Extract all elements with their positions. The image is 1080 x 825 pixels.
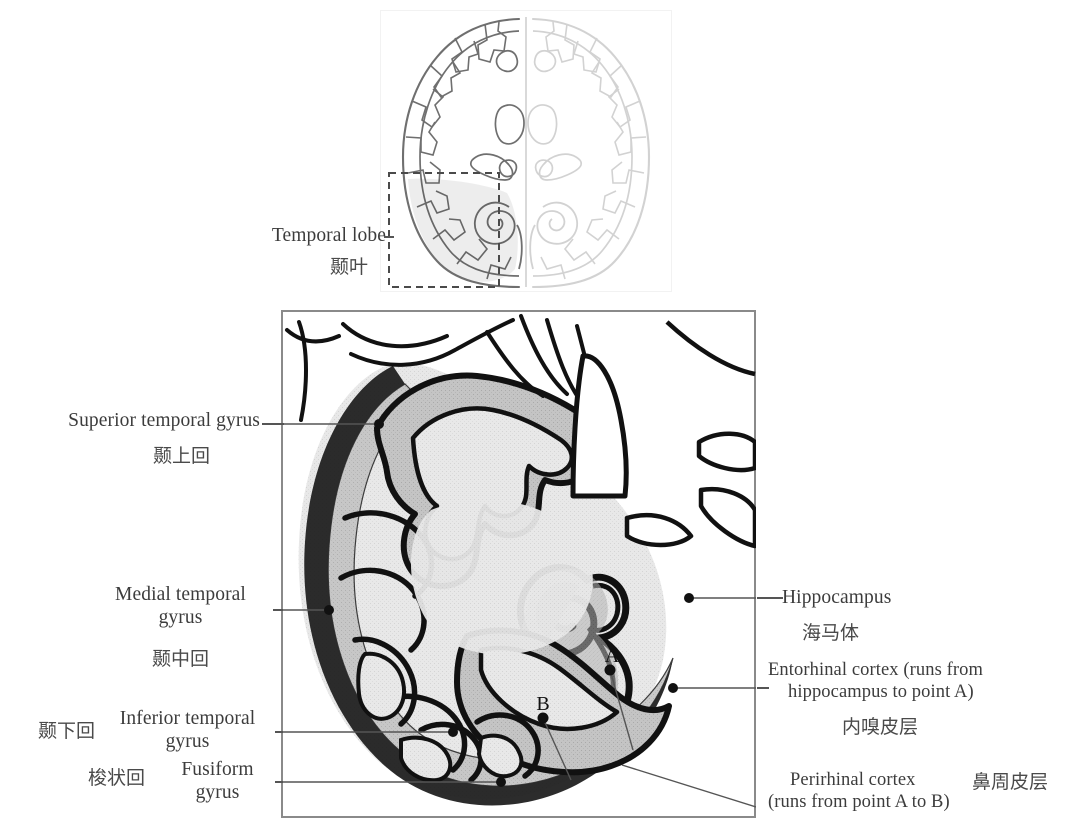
temporal-lobe-callout-box xyxy=(388,172,500,288)
point-b-letter: B xyxy=(536,693,549,715)
label-inferior-temporal-gyrus-cn: 颞下回 xyxy=(38,720,96,742)
label-inferior-temporal-gyrus: Inferior temporal gyrus xyxy=(100,707,275,753)
fold-fills xyxy=(356,651,524,783)
label-fusiform-gyrus: Fusiform gyrus xyxy=(160,758,275,804)
label-perirhinal-cortex-en-line1: Perirhinal cortex xyxy=(790,770,916,790)
label-hippocampus-en: Hippocampus xyxy=(782,587,892,608)
label-perirhinal-cortex-cn: 鼻周皮层 xyxy=(972,771,1049,793)
cortical-gray-ribbon xyxy=(327,383,674,787)
point-a-letter: A xyxy=(605,645,620,667)
right-margin-structures xyxy=(624,320,756,549)
label-inferior-temporal-gyrus-en-line2: gyrus xyxy=(165,731,210,752)
coronal-section-svg: A B xyxy=(281,310,756,818)
label-fusiform-gyrus-cn: 梭状回 xyxy=(88,767,146,789)
leader-hippocampus xyxy=(757,597,783,599)
label-fusiform-gyrus-en-line1: Fusiform xyxy=(181,759,254,780)
label-medial-temporal-gyrus-en-line1: Medial temporal xyxy=(115,584,246,605)
overview-right-hemisphere xyxy=(526,17,651,289)
coronal-section-panel: A B xyxy=(281,310,756,818)
label-entorhinal-cortex-cn: 内嗅皮层 xyxy=(842,715,919,738)
label-hippocampus-cn: 海马体 xyxy=(802,622,860,644)
label-perirhinal-cortex-en-line2: (runs from point A to B) xyxy=(768,791,950,812)
label-perirhinal-cortex-cn-wrap: 鼻周皮层 xyxy=(972,771,1048,793)
leader-superior-temporal xyxy=(262,423,284,425)
label-fusiform-gyrus-cn-wrap: 梭状回 xyxy=(88,767,173,789)
label-superior-temporal-gyrus: Superior temporal gyrus 颞上回 xyxy=(10,409,260,467)
label-temporal-lobe-cn: 颞叶 xyxy=(329,256,368,278)
leader-temporal-lobe xyxy=(384,236,394,238)
label-perirhinal-cortex: Perirhinal cortex (runs from point A to … xyxy=(768,770,988,814)
overview-panel xyxy=(380,10,672,292)
label-temporal-lobe: Temporal lobe 颞叶 xyxy=(246,224,386,278)
label-inferior-temporal-gyrus-en-line1: Inferior temporal xyxy=(119,708,256,729)
midbrain-outline xyxy=(570,353,629,499)
overview-brain-svg xyxy=(388,17,651,289)
parahippocampal-region xyxy=(454,627,672,776)
label-medial-temporal-gyrus-cn: 颞中回 xyxy=(151,648,209,670)
leader-fusiform xyxy=(275,781,283,783)
leader-medial-temporal xyxy=(273,609,283,611)
label-inferior-temporal-gyrus-cn-wrap: 颞下回 xyxy=(38,720,120,742)
label-medial-temporal-gyrus-en-line2: gyrus xyxy=(158,607,203,628)
label-entorhinal-cortex: Entorhinal cortex (runs from hippocampus… xyxy=(768,660,1068,738)
leader-lines xyxy=(281,423,756,808)
label-entorhinal-cortex-en-line2: hippocampus to point A) xyxy=(788,681,974,702)
label-entorhinal-cortex-en-line1: Entorhinal cortex (runs from xyxy=(768,660,983,680)
label-superior-temporal-gyrus-cn: 颞上回 xyxy=(152,445,210,467)
white-matter-center xyxy=(410,499,593,655)
marker-dots xyxy=(324,419,694,787)
label-medial-temporal-gyrus: Medial temporal gyrus 颞中回 xyxy=(88,583,273,670)
label-fusiform-gyrus-en-line2: gyrus xyxy=(195,782,240,803)
label-hippocampus: Hippocampus 海马体 xyxy=(782,586,1012,644)
leader-inferior-temporal xyxy=(275,731,283,733)
label-temporal-lobe-en: Temporal lobe xyxy=(271,225,386,246)
leader-entorhinal xyxy=(757,687,769,689)
temporal-shading xyxy=(408,178,518,282)
label-superior-temporal-gyrus-en: Superior temporal gyrus xyxy=(68,410,260,431)
